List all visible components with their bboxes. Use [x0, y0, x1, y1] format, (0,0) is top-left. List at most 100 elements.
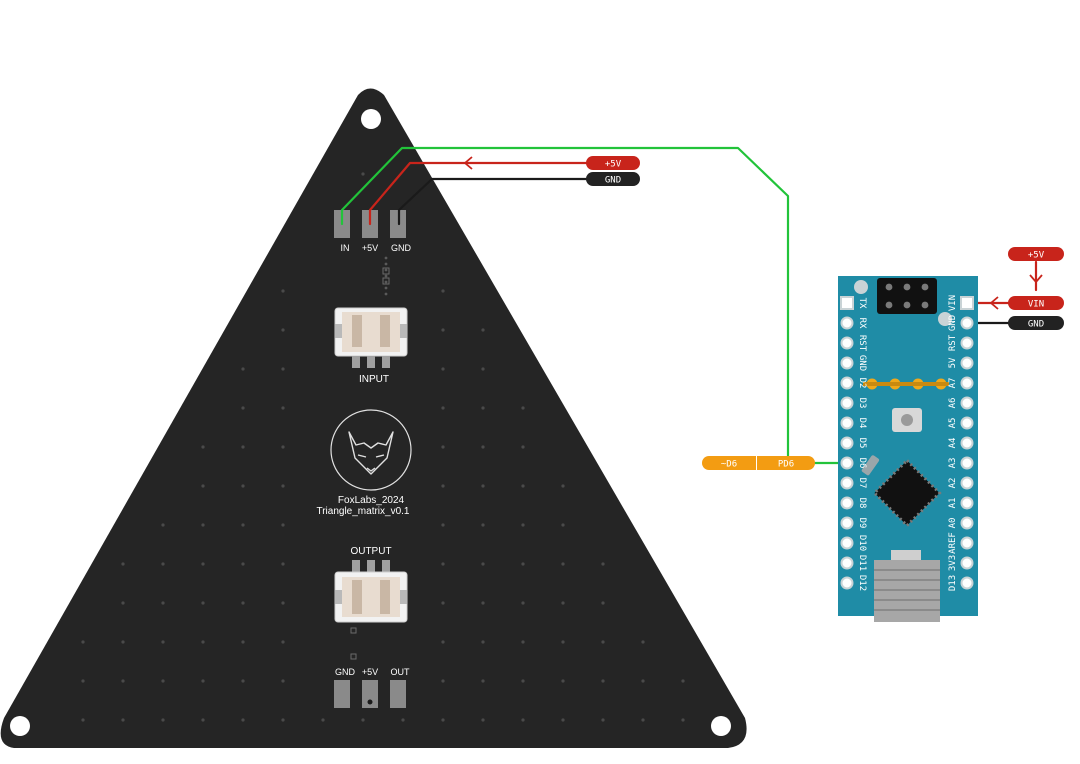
usb-connector — [874, 550, 940, 622]
nano-pin-label: D9 — [857, 518, 867, 529]
via — [281, 640, 285, 644]
arduino-nano: TXRXRSTGNDD2D3D4D5D6D7D8D9D10D11D12VINGN… — [838, 276, 978, 622]
nano-pin-rx — [840, 316, 854, 330]
via — [281, 562, 285, 566]
net-label-vin-supply: +5V — [1008, 247, 1064, 261]
nano-pin-gnd — [960, 316, 974, 330]
mounting-hole — [361, 109, 381, 129]
nano-pin-rst — [960, 336, 974, 350]
nano-pin-label: D4 — [857, 418, 867, 429]
via — [601, 640, 605, 644]
via — [384, 274, 388, 278]
via — [601, 562, 605, 566]
nano-pin-label: A3 — [948, 458, 958, 469]
via — [241, 367, 245, 371]
pad-in-label: IN — [341, 243, 350, 253]
nano-pin-label: D2 — [857, 378, 867, 389]
via — [561, 718, 565, 722]
via — [601, 718, 605, 722]
via — [241, 601, 245, 605]
via — [281, 601, 285, 605]
via — [481, 640, 485, 644]
nano-pin-d12 — [840, 576, 854, 590]
nano-pin-label: D3 — [857, 398, 867, 409]
via — [561, 523, 565, 527]
via — [641, 718, 645, 722]
nano-pin-label: A6 — [948, 398, 958, 409]
via — [441, 289, 445, 293]
net-label-power: +5V — [586, 156, 640, 170]
via — [384, 268, 388, 272]
nano-pin-rst — [840, 336, 854, 350]
via — [121, 679, 125, 683]
nano-pin-label: RX — [857, 318, 867, 329]
via — [521, 640, 525, 644]
via — [241, 640, 245, 644]
nano-pin-label: D11 — [857, 555, 867, 571]
via — [681, 718, 685, 722]
trace-marks — [350, 267, 390, 660]
nano-pin-d8 — [840, 496, 854, 510]
nano-pin-vin — [960, 296, 974, 310]
via — [481, 445, 485, 449]
via — [241, 484, 245, 488]
via — [481, 484, 485, 488]
via — [241, 445, 245, 449]
via — [384, 256, 388, 260]
via — [681, 679, 685, 683]
nano-pin-gnd — [840, 356, 854, 370]
nano-pin-label: A4 — [948, 438, 958, 449]
nano-pin-d13 — [960, 576, 974, 590]
fox-icon — [348, 431, 394, 475]
via — [521, 562, 525, 566]
nano-pin-a4 — [960, 436, 974, 450]
nano-pin-d7 — [840, 476, 854, 490]
via — [241, 562, 245, 566]
via — [281, 484, 285, 488]
nano-pin-label: GND — [948, 315, 958, 331]
svg-text:~D6: ~D6 — [721, 460, 737, 470]
via — [521, 406, 525, 410]
nano-pin-tx — [840, 296, 854, 310]
input-connector-label: INPUT — [359, 374, 389, 385]
via — [481, 601, 485, 605]
nano-pin-aref — [960, 536, 974, 550]
via — [601, 601, 605, 605]
via — [281, 679, 285, 683]
bottom-pad-gnd — [334, 680, 350, 708]
svg-text:+5V: +5V — [1028, 251, 1045, 261]
via — [121, 562, 125, 566]
nano-pin-d6 — [840, 456, 854, 470]
nano-pin-label: VIN — [948, 295, 958, 311]
via — [81, 718, 85, 722]
bottom-pad-gnd-label: GND — [335, 667, 356, 677]
nano-pin-label: D7 — [857, 478, 867, 489]
triangle-matrix-board: IN +5V GND INPUT — [0, 88, 747, 748]
via — [384, 280, 388, 284]
via — [521, 523, 525, 527]
via — [561, 601, 565, 605]
via — [281, 523, 285, 527]
board-outline — [0, 88, 747, 748]
via — [561, 679, 565, 683]
via — [441, 679, 445, 683]
net-labels: +5V GND +5V VIN GND ~D6 PD6 — [586, 156, 1064, 470]
via — [161, 523, 165, 527]
nano-pin-label: 5V — [948, 357, 958, 368]
nano-pin-a7 — [960, 376, 974, 390]
via — [481, 718, 485, 722]
nano-pin-d11 — [840, 556, 854, 570]
via — [161, 562, 165, 566]
via — [441, 718, 445, 722]
nano-pin-d5 — [840, 436, 854, 450]
via — [201, 679, 205, 683]
via — [281, 367, 285, 371]
via — [601, 679, 605, 683]
via — [384, 286, 388, 290]
output-connector-label: OUTPUT — [350, 546, 391, 557]
bottom-pad-out — [390, 680, 406, 708]
via — [481, 367, 485, 371]
nano-pin-label: D10 — [857, 535, 867, 551]
nano-pin-d3 — [840, 396, 854, 410]
nano-pin-d10 — [840, 536, 854, 550]
